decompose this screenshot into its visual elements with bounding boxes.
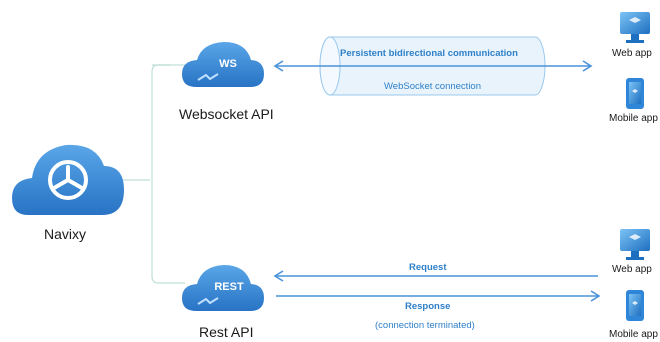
web-app-monitor-icon bbox=[620, 12, 650, 43]
bidirectional-arrow bbox=[273, 60, 593, 72]
request-label: Request bbox=[409, 262, 447, 273]
connection-terminated-note: (connection terminated) bbox=[375, 320, 475, 331]
web-app-label: Web app bbox=[612, 264, 652, 275]
tree-connector bbox=[122, 64, 185, 284]
response-label: Response bbox=[405, 301, 451, 312]
mobile-app-phone-icon bbox=[626, 290, 644, 321]
navixy-cloud-icon bbox=[12, 144, 124, 215]
request-arrow bbox=[273, 270, 598, 282]
websocket-badge: WS bbox=[219, 58, 237, 70]
web-app-monitor-icon bbox=[620, 229, 650, 260]
websocket-channel-title: Persistent bidirectional communication bbox=[340, 48, 518, 59]
websocket-api-label: Websocket API bbox=[179, 106, 274, 122]
mobile-app-label: Mobile app bbox=[609, 113, 658, 124]
rest-badge: REST bbox=[214, 281, 244, 293]
mobile-app-phone-icon bbox=[626, 78, 644, 109]
response-arrow bbox=[276, 290, 601, 302]
rest-cloud-icon bbox=[182, 265, 264, 311]
rest-api-label: Rest API bbox=[199, 324, 254, 340]
websocket-channel-subtitle: WebSocket connection bbox=[384, 81, 481, 92]
websocket-cloud-icon bbox=[182, 42, 264, 87]
web-app-label: Web app bbox=[612, 48, 652, 59]
navixy-label: Navixy bbox=[44, 226, 87, 242]
mobile-app-label: Mobile app bbox=[609, 329, 658, 340]
